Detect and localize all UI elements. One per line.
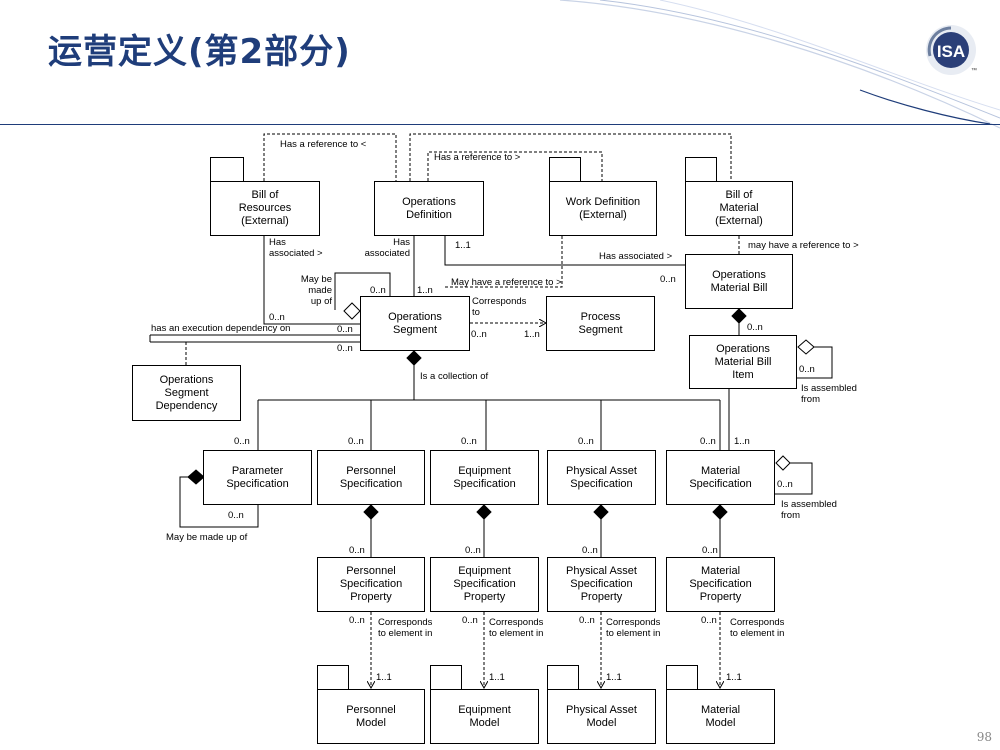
multiplicity-label: 0..n: [349, 545, 365, 556]
multiplicity-label: 0..n: [579, 615, 595, 626]
operations-material-bill-item-box: Operations Material Bill Item: [689, 335, 797, 389]
relationship-label: Has a reference to >: [434, 152, 521, 163]
page-title: 运营定义(第2部分): [48, 32, 351, 72]
physical-asset-specification-box: Physical Asset Specification: [547, 450, 656, 505]
material-specification-box: Material Specification: [666, 450, 775, 505]
multiplicity-label: 0..n: [747, 322, 763, 333]
relationship-label: May be made up of: [300, 274, 332, 307]
relationship-label: has an execution dependency on: [151, 323, 291, 334]
relationship-label: Has associated >: [269, 237, 323, 259]
equipment-specification-box: Equipment Specification: [430, 450, 539, 505]
multiplicity-label: 1..n: [417, 285, 433, 296]
svg-text:ISA: ISA: [937, 42, 965, 61]
operations-material-bill-box: Operations Material Bill: [685, 254, 793, 309]
bill-of-resources-box: Bill of Resources (External): [210, 181, 320, 236]
process-segment-box: Process Segment: [546, 296, 655, 351]
page-number: 98: [976, 730, 992, 744]
operations-segment-box: Operations Segment: [360, 296, 470, 351]
relationship-label: Corresponds to element in: [378, 617, 433, 639]
relationship-label: Corresponds to: [472, 296, 527, 318]
multiplicity-label: 0..n: [462, 615, 478, 626]
relationship-label: Is assembled from: [781, 499, 837, 521]
multiplicity-label: 0..n: [337, 343, 353, 354]
personnel-specification-box: Personnel Specification: [317, 450, 425, 505]
relationship-label: Is a collection of: [420, 371, 489, 382]
header-swoosh: [559, 0, 1000, 129]
multiplicity-label: 0..n: [578, 436, 594, 447]
operations-segment-dependency-box: Operations Segment Dependency: [132, 365, 241, 421]
multiplicity-label: 0..n: [701, 615, 717, 626]
multiplicity-label: 1..1: [726, 672, 742, 683]
work-definition-box: Work Definition (External): [549, 181, 657, 236]
relationship-label: Corresponds to element in: [730, 617, 785, 639]
package-tab: [549, 157, 581, 182]
package-tab: [685, 157, 717, 182]
multiplicity-label: 0..n: [349, 615, 365, 626]
bill-of-material-box: Bill of Material (External): [685, 181, 793, 236]
multiplicity-label: 0..n: [777, 479, 793, 490]
svg-text:™: ™: [971, 67, 977, 74]
multiplicity-label: 1..1: [606, 672, 622, 683]
multiplicity-label: 0..n: [799, 364, 815, 375]
physical-asset-model-box: Physical Asset Model: [547, 689, 656, 744]
multiplicity-label: 1..n: [524, 329, 540, 340]
package-tab: [317, 665, 349, 690]
relationship-label: Has a reference to <: [280, 139, 367, 150]
parameter-specification-box: Parameter Specification: [203, 450, 312, 505]
relationship-label: May be made up of: [166, 532, 248, 543]
personnel-model-box: Personnel Model: [317, 689, 425, 744]
material-specification-property-box: Material Specification Property: [666, 557, 775, 612]
multiplicity-label: 0..n: [702, 545, 718, 556]
relationship-label: Corresponds to element in: [606, 617, 661, 639]
multiplicity-label: 0..n: [348, 436, 364, 447]
multiplicity-label: 0..n: [234, 436, 250, 447]
personnel-specification-property-box: Personnel Specification Property: [317, 557, 425, 612]
physical-asset-specification-property-box: Physical Asset Specification Property: [547, 557, 656, 612]
relationship-label: may have a reference to >: [748, 240, 859, 251]
relationship-label: May have a reference to >: [451, 277, 562, 288]
package-tab: [210, 157, 244, 182]
equipment-specification-property-box: Equipment Specification Property: [430, 557, 539, 612]
relationship-label: Is assembled from: [801, 383, 857, 405]
package-tab: [547, 665, 579, 690]
header-rule: [0, 124, 1000, 125]
material-model-box: Material Model: [666, 689, 775, 744]
isa-logo: ISA ™: [925, 24, 977, 76]
multiplicity-label: 0..n: [465, 545, 481, 556]
package-tab: [666, 665, 698, 690]
multiplicity-label: 0..n: [461, 436, 477, 447]
multiplicity-label: 0..n: [471, 329, 487, 340]
equipment-model-box: Equipment Model: [430, 689, 539, 744]
multiplicity-label: 0..n: [337, 324, 353, 335]
multiplicity-label: 1..n: [734, 436, 750, 447]
relationship-label: Has associated: [364, 237, 410, 259]
relationship-label: Corresponds to element in: [489, 617, 544, 639]
multiplicity-label: 0..n: [228, 510, 244, 521]
operations-definition-box: Operations Definition: [374, 181, 484, 236]
multiplicity-label: 0..n: [370, 285, 386, 296]
multiplicity-label: 1..1: [376, 672, 392, 683]
package-tab: [430, 665, 462, 690]
multiplicity-label: 0..n: [660, 274, 676, 285]
multiplicity-label: 1..1: [455, 240, 471, 251]
relationship-label: Has associated >: [599, 251, 673, 262]
multiplicity-label: 0..n: [700, 436, 716, 447]
multiplicity-label: 0..n: [582, 545, 598, 556]
multiplicity-label: 1..1: [489, 672, 505, 683]
multiplicity-label: 0..n: [269, 312, 285, 323]
